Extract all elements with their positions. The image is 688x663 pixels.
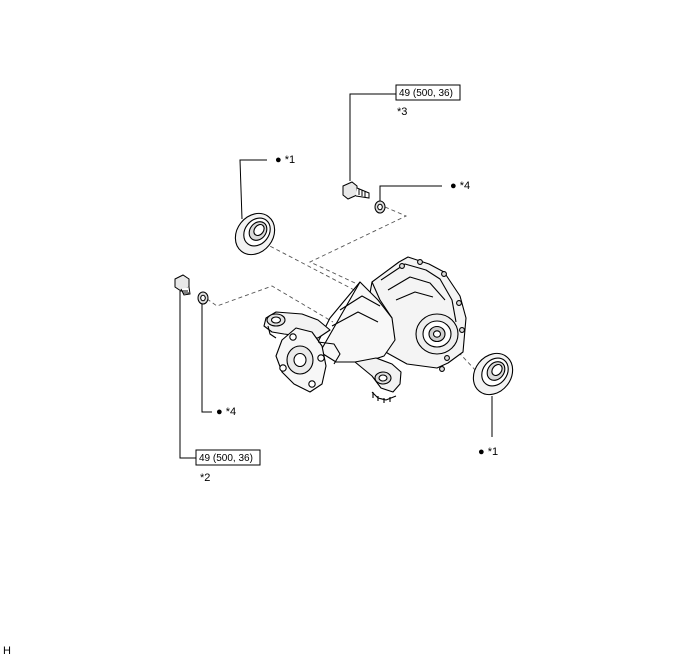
torque-value-lower: 49 (500, 36)	[199, 453, 253, 464]
torque-box-lower: 49 (500, 36)	[195, 449, 261, 466]
gasket-icon	[197, 291, 209, 305]
torque-note-lower: *2	[200, 472, 210, 484]
torque-box-upper: 49 (500, 36)	[395, 84, 461, 101]
callout-gasket-lower: ● *4	[216, 406, 236, 418]
callout-seal-lower-right: ● *1	[478, 446, 498, 458]
torque-note-upper: *3	[397, 106, 407, 118]
oil-seal-icon	[472, 352, 514, 396]
oil-seal-icon	[234, 212, 276, 256]
gasket-icon	[374, 200, 386, 214]
callout-seal-upper-left: ● *1	[275, 154, 295, 166]
corner-code: H	[3, 645, 11, 657]
plug-bolt-icon	[342, 181, 370, 200]
differential-carrier-icon	[263, 256, 467, 403]
torque-value-upper: 49 (500, 36)	[399, 88, 453, 99]
callout-gasket-upper: ● *4	[450, 180, 470, 192]
leader-lines	[179, 93, 493, 459]
plug-bolt-icon	[174, 274, 191, 296]
